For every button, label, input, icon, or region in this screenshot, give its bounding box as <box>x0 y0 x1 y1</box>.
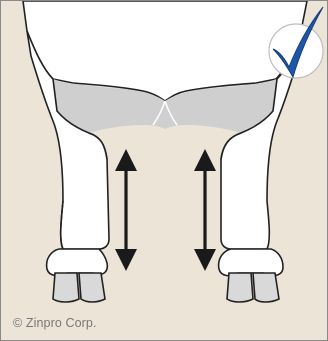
right-hoof <box>227 273 279 302</box>
left-hoof <box>53 273 105 302</box>
right-double-arrow <box>194 149 216 271</box>
left-double-arrow <box>115 149 137 271</box>
copyright-text: © Zinpro Corp. <box>13 316 97 330</box>
